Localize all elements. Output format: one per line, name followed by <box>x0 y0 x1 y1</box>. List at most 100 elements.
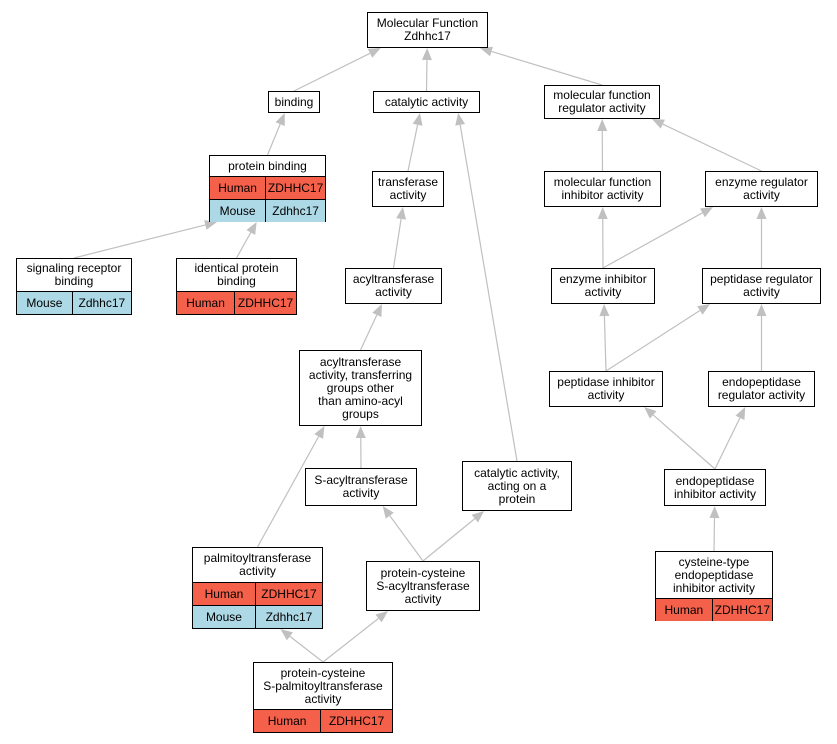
gene-cell: Zdhhc17 <box>78 296 126 310</box>
arrowhead <box>709 506 720 519</box>
edge-pepinhib-to-pepreg <box>605 309 701 372</box>
edge-layer <box>73 46 767 663</box>
arrowhead <box>204 220 217 230</box>
edge-protbind-to-binding <box>266 123 281 156</box>
arrowhead <box>756 207 767 219</box>
go-term-label: palmitoyltransferase activity <box>193 548 322 582</box>
arrowhead <box>652 119 665 129</box>
go-term-mfinhib[interactable]: molecular function inhibitor activity <box>544 171 661 207</box>
go-term-binding[interactable]: binding <box>268 91 320 113</box>
go-term-label: acyltransferase activity <box>346 269 441 303</box>
go-term-root[interactable]: Molecular Function Zdhhc17 <box>367 12 488 48</box>
go-term-catprot[interactable]: catalytic activity, acting on a protein <box>462 461 572 511</box>
edge-pepinhib-to-enzinhib <box>603 315 607 372</box>
go-term-label-text: molecular function inhibitor activity <box>553 175 652 202</box>
go-term-label: acyltransferase activity, transferring g… <box>300 351 421 425</box>
arrowhead <box>367 48 381 58</box>
arrowhead <box>396 207 407 220</box>
species-cell: Human <box>254 710 322 732</box>
go-term-label-text: catalytic activity <box>384 94 469 109</box>
go-term-label: molecular function regulator activity <box>545 86 659 118</box>
go-term-enzinhib[interactable]: enzyme inhibitor activity <box>551 268 655 304</box>
go-term-endopepinhib[interactable]: endopeptidase inhibitor activity <box>664 469 766 506</box>
gene-cell: ZDHHC17 <box>237 296 294 310</box>
edge-enzinhib-to-enzreg <box>602 212 703 269</box>
arrowhead <box>280 629 293 641</box>
go-term-pcsacyl[interactable]: protein-cysteine S-acyltransferase activ… <box>366 561 480 611</box>
go-term-label: Molecular Function Zdhhc17 <box>368 13 487 47</box>
arrowhead <box>700 207 713 218</box>
go-term-label-text: endopeptidase inhibitor activity <box>673 473 757 501</box>
arrowhead <box>597 207 608 220</box>
edge-identprot-to-protbind <box>235 232 252 259</box>
edge-pcspalm-to-pcsacyl <box>322 617 379 663</box>
go-term-catalytic[interactable]: catalytic activity <box>373 91 480 113</box>
go-term-label-text: acyltransferase activity, transferring g… <box>308 354 413 421</box>
go-term-mfreg[interactable]: molecular function regulator activity <box>544 85 660 119</box>
go-term-label-text: signaling receptor binding <box>26 261 122 288</box>
go-term-label-text: endopeptidase regulator activity <box>717 375 806 402</box>
edge-endopepinhib-to-endopepreg <box>714 417 741 470</box>
go-term-label: protein-cysteine S-palmitoyltransferase … <box>254 663 392 709</box>
go-term-label-text: enzyme regulator activity <box>715 175 808 202</box>
arrowhead <box>372 304 382 317</box>
gene-cell: ZDHHC17 <box>714 603 770 617</box>
edge-mfreg-to-root <box>491 50 603 86</box>
go-term-label-text: molecular function regulator activity <box>553 88 651 115</box>
go-term-label: catalytic activity, acting on a protein <box>463 462 571 510</box>
edge-endopepinhib-to-pepinhib <box>652 414 716 470</box>
go-term-enzreg[interactable]: enzyme regulator activity <box>705 171 818 207</box>
go-term-acyltr[interactable]: acyltransferase activity <box>345 268 442 304</box>
go-term-label: peptidase inhibitor activity <box>550 372 662 406</box>
species-cell: Human <box>177 292 236 314</box>
arrowhead <box>455 113 466 126</box>
gene-cell: ZDHHC17 <box>261 587 317 601</box>
species-cell: Human <box>210 177 267 199</box>
go-term-pepreg[interactable]: peptidase regulator activity <box>702 268 821 304</box>
arrowhead <box>375 611 388 623</box>
go-term-label-text: Molecular Function Zdhhc17 <box>376 16 479 43</box>
go-term-label-text: protein-cysteine S-acyltransferase activ… <box>376 565 470 606</box>
edge-pcspalm-to-palm <box>289 635 324 663</box>
edge-enzreg-to-mfreg <box>662 123 762 172</box>
go-term-label: protein binding <box>210 156 325 176</box>
go-term-label-text: catalytic activity, acting on a protein <box>474 465 560 506</box>
go-term-label-text: palmitoyltransferase activity <box>203 551 312 578</box>
arrowhead <box>756 304 767 316</box>
go-term-pcspalm[interactable]: protein-cysteine S-palmitoyltransferase … <box>253 662 393 733</box>
gene-cell: Zdhhc17 <box>265 610 313 624</box>
go-term-pepinhib[interactable]: peptidase inhibitor activity <box>549 371 663 407</box>
go-term-label-text: peptidase inhibitor activity <box>557 375 655 402</box>
arrowhead <box>275 113 285 126</box>
species-cell: Human <box>193 583 256 605</box>
go-term-label-text: binding <box>274 94 314 109</box>
go-term-endopepreg[interactable]: endopeptidase regulator activity <box>708 371 815 407</box>
annotation-row-human: Human ZDHHC17 <box>193 582 322 605</box>
go-term-label: peptidase regulator activity <box>703 269 820 303</box>
go-term-label: signaling receptor binding <box>17 259 131 291</box>
species-cell: Human <box>656 599 713 621</box>
go-term-label: enzyme regulator activity <box>706 172 817 206</box>
go-term-cysendo[interactable]: cysteine-type endopeptidase inhibitor ac… <box>655 551 773 621</box>
go-term-label-text: enzyme inhibitor activity <box>559 272 647 299</box>
go-term-label: identical protein binding <box>177 259 296 291</box>
go-term-label: cysteine-type endopeptidase inhibitor ac… <box>656 552 772 598</box>
go-term-label: protein-cysteine S-acyltransferase activ… <box>367 562 479 610</box>
go-term-transferase[interactable]: transferase activity <box>372 171 444 207</box>
go-term-acylother[interactable]: acyltransferase activity, transferring g… <box>299 350 422 426</box>
arrowhead <box>382 506 394 519</box>
go-term-sacyl[interactable]: S-acyltransferase activity <box>305 468 417 506</box>
gene-cell: ZDHHC17 <box>267 181 324 195</box>
go-term-label: endopeptidase inhibitor activity <box>665 470 765 505</box>
go-term-label: binding <box>269 92 319 112</box>
